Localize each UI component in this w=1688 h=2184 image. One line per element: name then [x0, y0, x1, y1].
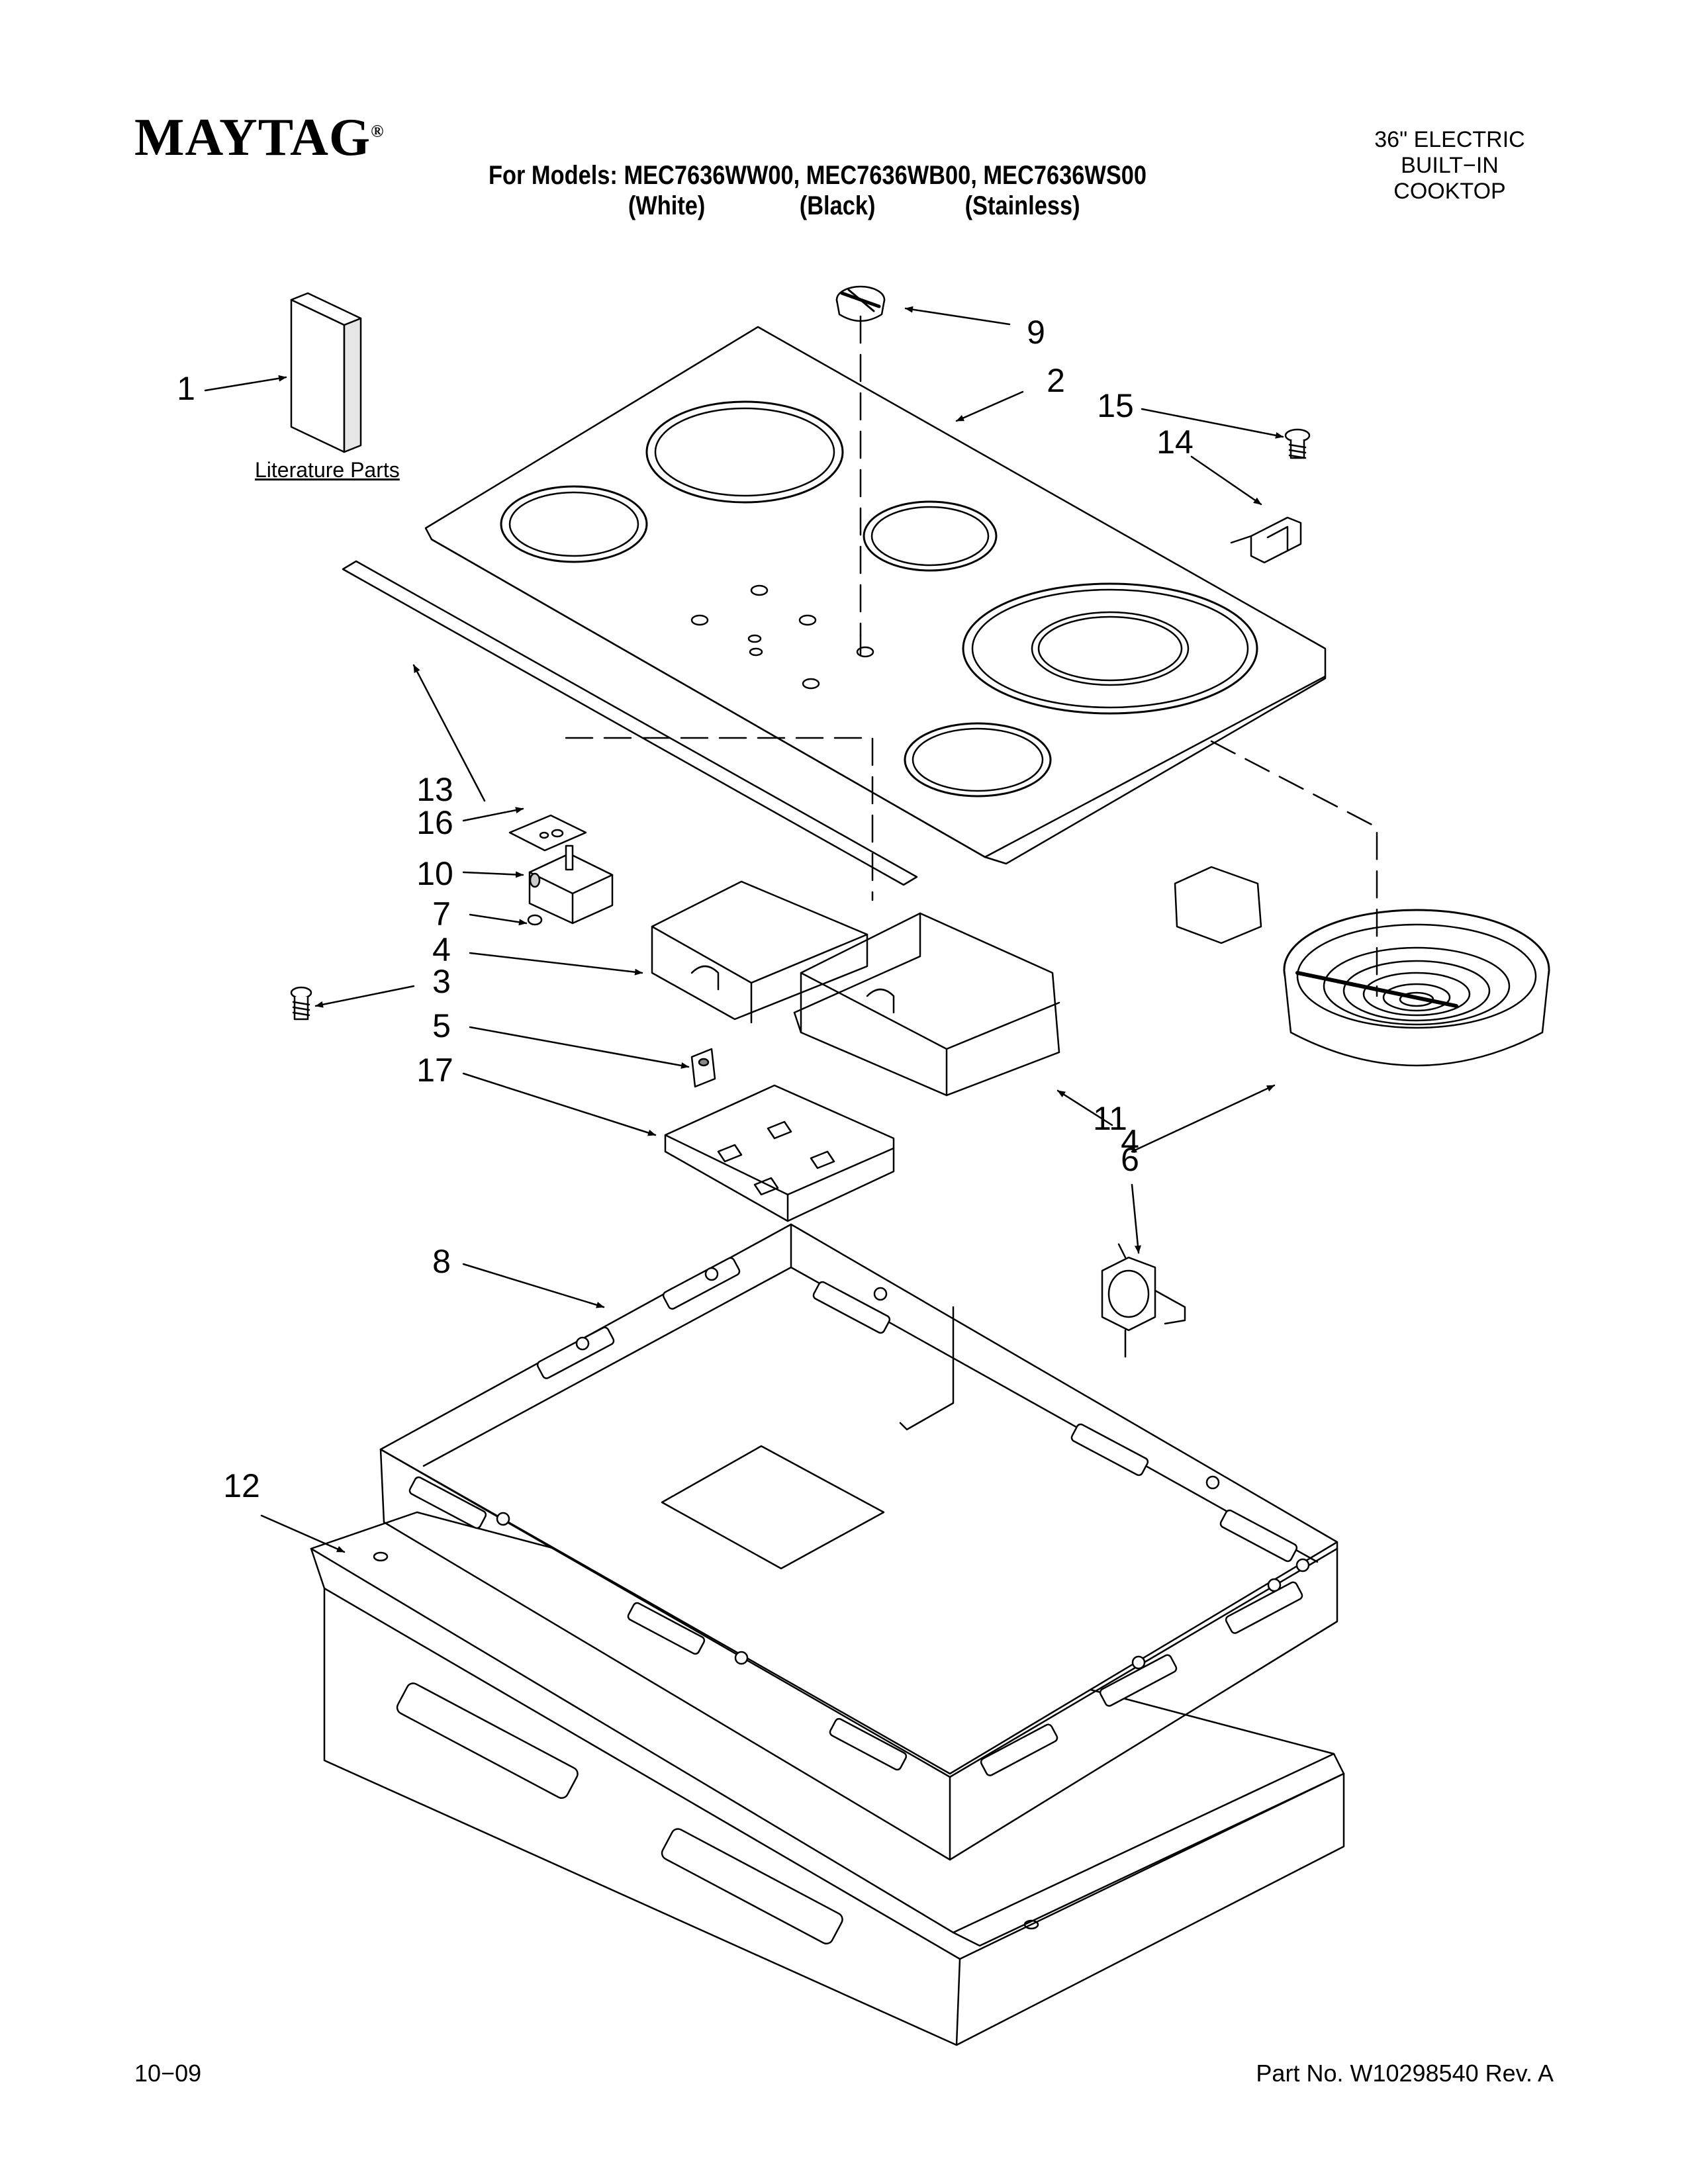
outer-tray [311, 1512, 1344, 2045]
callout-14: 14 [1156, 424, 1194, 461]
callout-6: 6 [1121, 1141, 1139, 1178]
product-line-1: 36" ELECTRIC [1374, 127, 1525, 152]
literature-parts-label: Literature Parts [255, 458, 400, 482]
callout-12: 12 [223, 1467, 260, 1504]
callout-leaders [205, 306, 1283, 1552]
callout-11: 11 [1093, 1100, 1127, 1137]
cooktop-chassis [381, 1224, 1337, 1860]
hold-down-bracket [1231, 518, 1301, 563]
callout-10: 10 [416, 855, 453, 892]
mounting-plate [665, 1085, 894, 1221]
callout-8: 8 [432, 1243, 451, 1280]
model-variants: (White) (Black) (Stainless) [434, 191, 1202, 221]
variant-stainless: (Stainless) [964, 191, 1080, 220]
models-heading: For Models: MEC7636WW00, MEC7636WB00, ME… [434, 160, 1202, 221]
product-description: 36" ELECTRIC BUILT−IN COOKTOP [1317, 127, 1582, 205]
trim-strip [343, 561, 917, 885]
product-line-3: COOKTOP [1393, 179, 1506, 204]
literature-booklet [291, 293, 361, 452]
callout-9: 9 [1027, 314, 1045, 351]
glass-cooktop [426, 327, 1325, 864]
callout-7: 7 [432, 895, 451, 933]
callout-4-right: 4 [1121, 1123, 1139, 1160]
terminal-block [692, 1049, 715, 1087]
callout-16: 16 [416, 804, 453, 841]
heat-shield [652, 882, 1059, 1095]
revision-date: 10−09 [134, 2060, 202, 2087]
callout-5: 5 [432, 1007, 451, 1044]
part-number: Part No. W10298540 Rev. A [1256, 2060, 1554, 2087]
maytag-logo: MAYTAG® [134, 111, 385, 164]
infinite-switch-assembly [510, 815, 612, 925]
screw [291, 987, 311, 1019]
product-line-2: BUILT−IN [1401, 153, 1499, 178]
callout-3: 3 [432, 963, 451, 1000]
variant-white: (White) [628, 191, 706, 220]
callout-1: 1 [177, 370, 195, 407]
mounting-screw [1286, 430, 1309, 458]
logo-text: MAYTAG [134, 109, 371, 167]
registered-mark: ® [371, 121, 385, 141]
thermal-limiter [1102, 1244, 1185, 1357]
radiant-element [1175, 867, 1549, 1066]
variant-black: (Black) [799, 191, 876, 220]
callout-13: 13 [416, 771, 453, 808]
callout-17: 17 [416, 1052, 453, 1089]
callout-15: 15 [1097, 387, 1134, 424]
assembly-guide-lines [566, 316, 1377, 996]
callout-2: 2 [1047, 362, 1065, 399]
callout-4-left: 4 [432, 931, 451, 968]
control-knob-holes [692, 586, 873, 688]
models-line: For Models: MEC7636WW00, MEC7636WB00, ME… [488, 161, 1147, 190]
control-knob [837, 287, 884, 321]
